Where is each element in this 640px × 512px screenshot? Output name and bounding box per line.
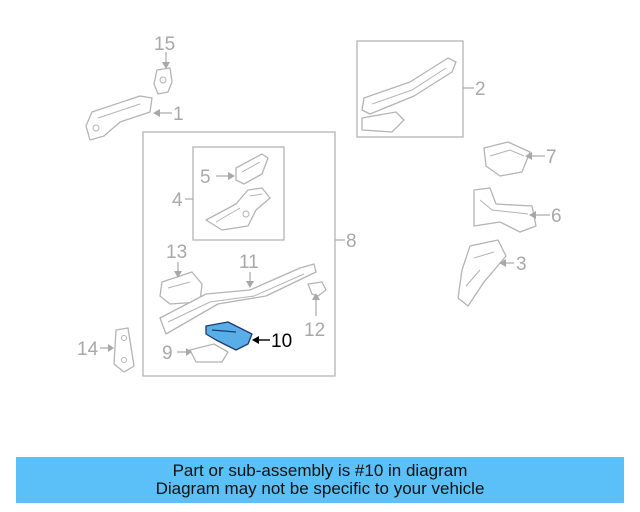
part-14-plate [113,327,135,373]
svg-text:1: 1 [173,104,184,125]
callout-12: 12 [304,293,325,341]
callout-2: 2 [463,79,486,100]
svg-text:11: 11 [239,252,259,273]
part-11-rail [159,263,317,335]
callout-9: 9 [162,343,192,364]
callout-8: 8 [335,231,357,252]
callout-11: 11 [239,252,259,288]
part-6-panel [473,187,537,233]
part-8-box [142,131,336,377]
svg-text:3: 3 [516,254,527,275]
part-12-clip [307,281,327,297]
part-7-mount [483,141,531,177]
callout-1: 1 [153,104,184,125]
part-2-rail [361,57,457,133]
svg-text:4: 4 [172,190,183,211]
svg-text:7: 7 [546,147,557,168]
callout-10: 10 [252,331,292,352]
part-5-bracket [235,153,269,185]
callout-13: 13 [166,242,187,278]
banner-line-2: Diagram may not be specific to your vehi… [155,479,485,498]
part-4-box [192,146,285,241]
svg-text:10: 10 [271,331,292,352]
callout-3: 3 [499,254,527,275]
svg-text:12: 12 [304,320,325,341]
part-3-apron [457,239,507,307]
svg-text:5: 5 [200,167,211,188]
part-4-assembly [205,187,271,231]
callout-5: 5 [200,167,235,188]
part-15-bracket [153,67,173,95]
svg-text:9: 9 [162,343,173,364]
part-1-rail [85,95,153,141]
part-9-bracket [189,343,229,363]
svg-text:14: 14 [77,339,99,360]
callout-6: 6 [529,206,562,227]
part-2-box [356,40,464,138]
callout-14: 14 [77,339,114,360]
callout-7: 7 [525,147,557,168]
callout-15: 15 [154,34,175,69]
info-banner: Part or sub-assembly is #10 in diagram D… [16,457,624,503]
part-10-shape [205,321,253,351]
banner-line-1: Part or sub-assembly is #10 in diagram [172,461,468,480]
parts-diagram: 15 1 2 7 6 [77,34,562,377]
svg-text:8: 8 [346,231,357,252]
svg-text:15: 15 [154,34,175,55]
part-10-highlighted [205,321,253,351]
callout-4: 4 [172,190,193,211]
svg-text:13: 13 [166,242,187,263]
svg-text:6: 6 [551,206,562,227]
svg-text:2: 2 [475,79,486,100]
